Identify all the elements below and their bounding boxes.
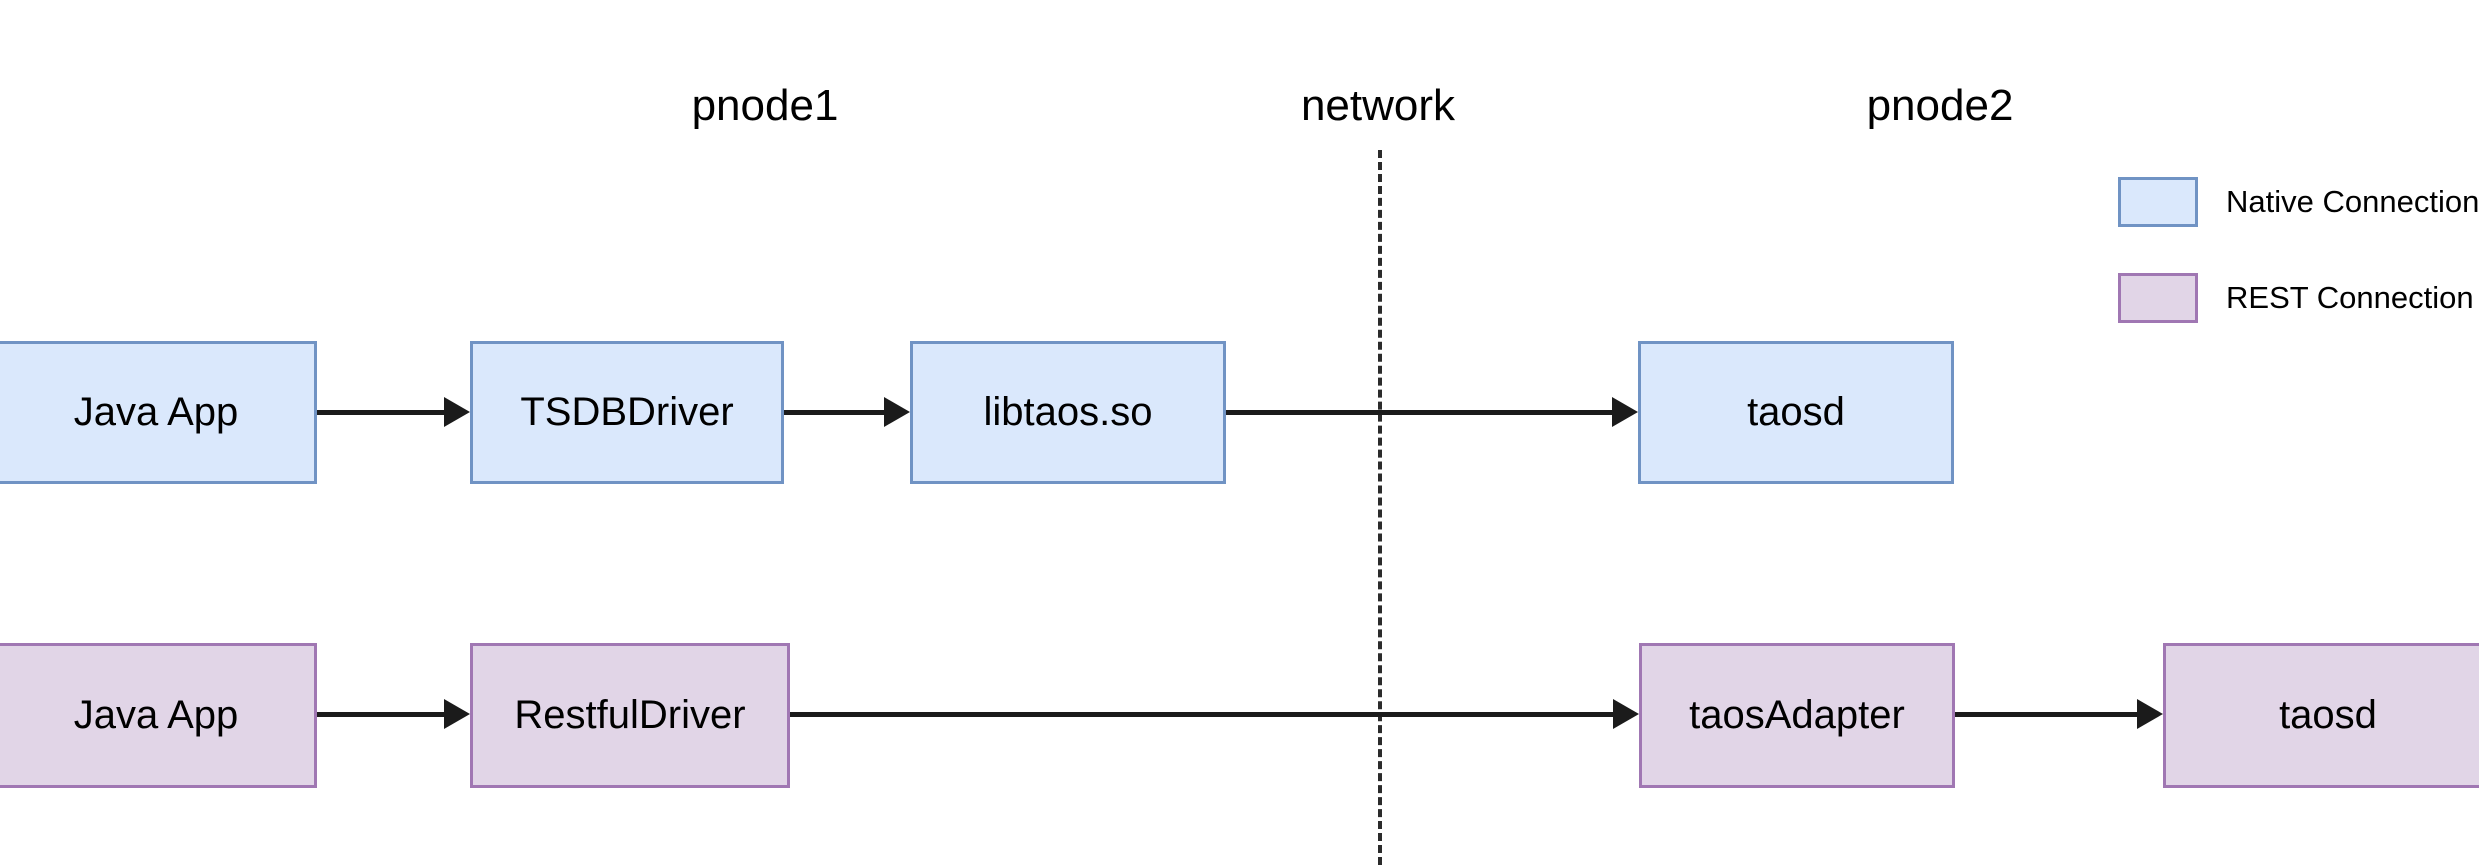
connector-native-javaapp-to-tsdbdriver — [317, 410, 450, 415]
node-native-java-app[interactable]: Java App — [0, 341, 317, 484]
legend-label-rest: REST Connection — [2226, 280, 2474, 315]
node-native-tsdbdriver[interactable]: TSDBDriver — [470, 341, 784, 484]
connector-rest-javaapp-to-restfuldriver — [317, 712, 450, 717]
arrowhead-icon — [444, 397, 470, 427]
connector-rest-restfuldriver-to-taosadapter — [790, 712, 1619, 717]
zone-label-pnode2: pnode2 — [1866, 81, 2014, 130]
legend-swatch-native-icon — [2118, 177, 2198, 227]
node-rest-taosd[interactable]: taosd — [2163, 643, 2479, 788]
legend-swatch-rest-icon — [2118, 273, 2198, 323]
network-boundary-divider — [1378, 150, 1382, 865]
node-rest-taosadapter[interactable]: taosAdapter — [1639, 643, 1955, 788]
arrowhead-icon — [2137, 699, 2163, 729]
arrowhead-icon — [1612, 397, 1638, 427]
arrowhead-icon — [1613, 699, 1639, 729]
legend-label-native: Native Connection — [2226, 184, 2479, 219]
connector-rest-taosadapter-to-taosd — [1955, 712, 2143, 717]
zone-label-pnode1: pnode1 — [691, 81, 839, 130]
node-rest-restfuldriver[interactable]: RestfulDriver — [470, 643, 790, 788]
legend-item-rest: REST Connection — [2118, 272, 2479, 324]
legend-item-native: Native Connection — [2118, 176, 2479, 228]
arrowhead-icon — [884, 397, 910, 427]
legend: Native Connection REST Connection — [2118, 176, 2479, 324]
node-native-libtaos-so[interactable]: libtaos.so — [910, 341, 1226, 484]
arrowhead-icon — [444, 699, 470, 729]
node-native-taosd[interactable]: taosd — [1638, 341, 1954, 484]
zone-label-network: network — [1300, 81, 1456, 130]
node-rest-java-app[interactable]: Java App — [0, 643, 317, 788]
connector-native-libtaos-to-taosd — [1226, 410, 1618, 415]
connector-native-tsdbdriver-to-libtaos — [784, 410, 890, 415]
